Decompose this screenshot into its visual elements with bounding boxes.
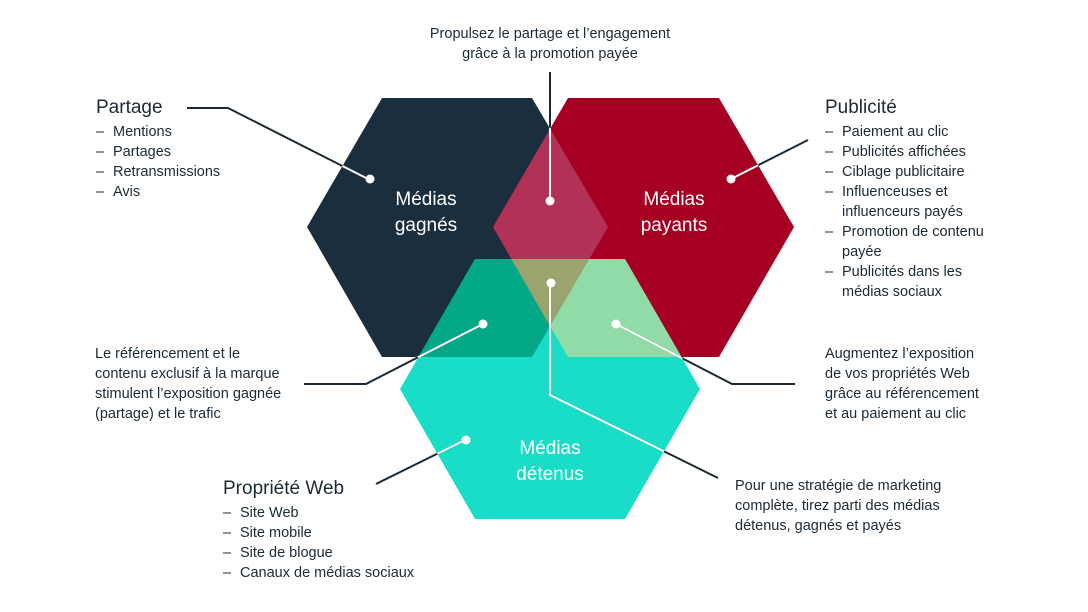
left-middle-line: stimulent l’exposition gagnée [95, 386, 282, 402]
callout-partage: Partage Mentions Partages Retransmission… [96, 96, 296, 202]
list-item: Site de blogue [223, 543, 453, 563]
right-middle-line: de vos propriétés Web [825, 366, 970, 382]
dot-earned-owned [478, 319, 488, 329]
callout-propriete-web: Propriété Web Site Web Site mobile Site … [223, 477, 453, 583]
owned-label-line1: Médias [519, 438, 581, 459]
partage-list: Mentions Partages Retransmissions Avis [96, 122, 296, 202]
propriete-web-heading: Propriété Web [223, 478, 345, 499]
list-item: Paiement au clic [825, 122, 997, 142]
earned-media-label: Médias gagnés [356, 187, 496, 239]
list-item: Promotion de contenu payée [825, 222, 997, 262]
partage-heading: Partage [96, 97, 163, 118]
owned-media-label: Médias détenus [480, 436, 620, 488]
list-item: Influenceuses et influenceurs payés [825, 182, 997, 222]
list-item: Site mobile [223, 523, 453, 543]
dot-owned [461, 435, 471, 445]
publicite-list: Paiement au clic Publicités affichées Ci… [825, 122, 997, 302]
list-item: Partages [96, 142, 296, 162]
callout-bottom-right: Pour une stratégie de marketing complète… [735, 476, 985, 536]
all-three-overlap [493, 259, 608, 357]
paid-media-label: Médias payants [604, 187, 744, 239]
dot-earned-paid [545, 196, 555, 206]
callout-top: Propulsez le partage et l’engagement grâ… [400, 24, 700, 64]
callout-right-middle: Augmentez l’exposition de vos propriétés… [825, 344, 1025, 424]
earned-label-line1: Médias [395, 189, 457, 210]
connector-partage [187, 107, 371, 181]
dot-paid [726, 174, 736, 184]
right-middle-line: et au paiement au clic [825, 406, 967, 422]
earned-label-line2: gagnés [394, 215, 458, 236]
list-item: Mentions [96, 122, 296, 142]
list-item: Site Web [223, 503, 453, 523]
connector-bottom-right-inner [549, 284, 719, 479]
list-item: Ciblage publicitaire [825, 162, 997, 182]
callout-publicite: Publicité Paiement au clic Publicités af… [825, 96, 997, 302]
dot-earned [365, 174, 375, 184]
right-middle-line: grâce au référencement [825, 386, 979, 402]
list-item: Publicités dans les médias sociaux [825, 262, 997, 302]
bottom-right-line: complète, tirez parti des médias [735, 498, 940, 514]
paid-label-line2: payants [640, 215, 708, 236]
left-middle-line: contenu exclusif à la marque [95, 366, 280, 382]
callout-top-line1: Propulsez le partage et l’engagement [429, 26, 671, 42]
right-middle-line: Augmentez l’exposition [825, 346, 975, 362]
bottom-right-line: Pour une stratégie de marketing [735, 478, 942, 494]
list-item: Canaux de médias sociaux [223, 563, 453, 583]
bottom-right-line: détenus, gagnés et payés [735, 518, 902, 534]
list-item: Publicités affichées [825, 142, 997, 162]
paid-label-line1: Médias [643, 189, 705, 210]
left-middle-line: (partage) et le trafic [95, 406, 221, 422]
list-item: Avis [96, 182, 296, 202]
publicite-heading: Publicité [825, 97, 897, 118]
owned-label-line2: détenus [516, 464, 584, 485]
callout-top-line2: grâce à la promotion payée [462, 46, 638, 62]
list-item: Retransmissions [96, 162, 296, 182]
dot-paid-owned [611, 319, 621, 329]
callout-left-middle: Le référencement et le contenu exclusif … [95, 344, 315, 424]
dot-all [546, 278, 556, 288]
propriete-web-list: Site Web Site mobile Site de blogue Cana… [223, 503, 453, 583]
left-middle-line: Le référencement et le [95, 346, 241, 362]
